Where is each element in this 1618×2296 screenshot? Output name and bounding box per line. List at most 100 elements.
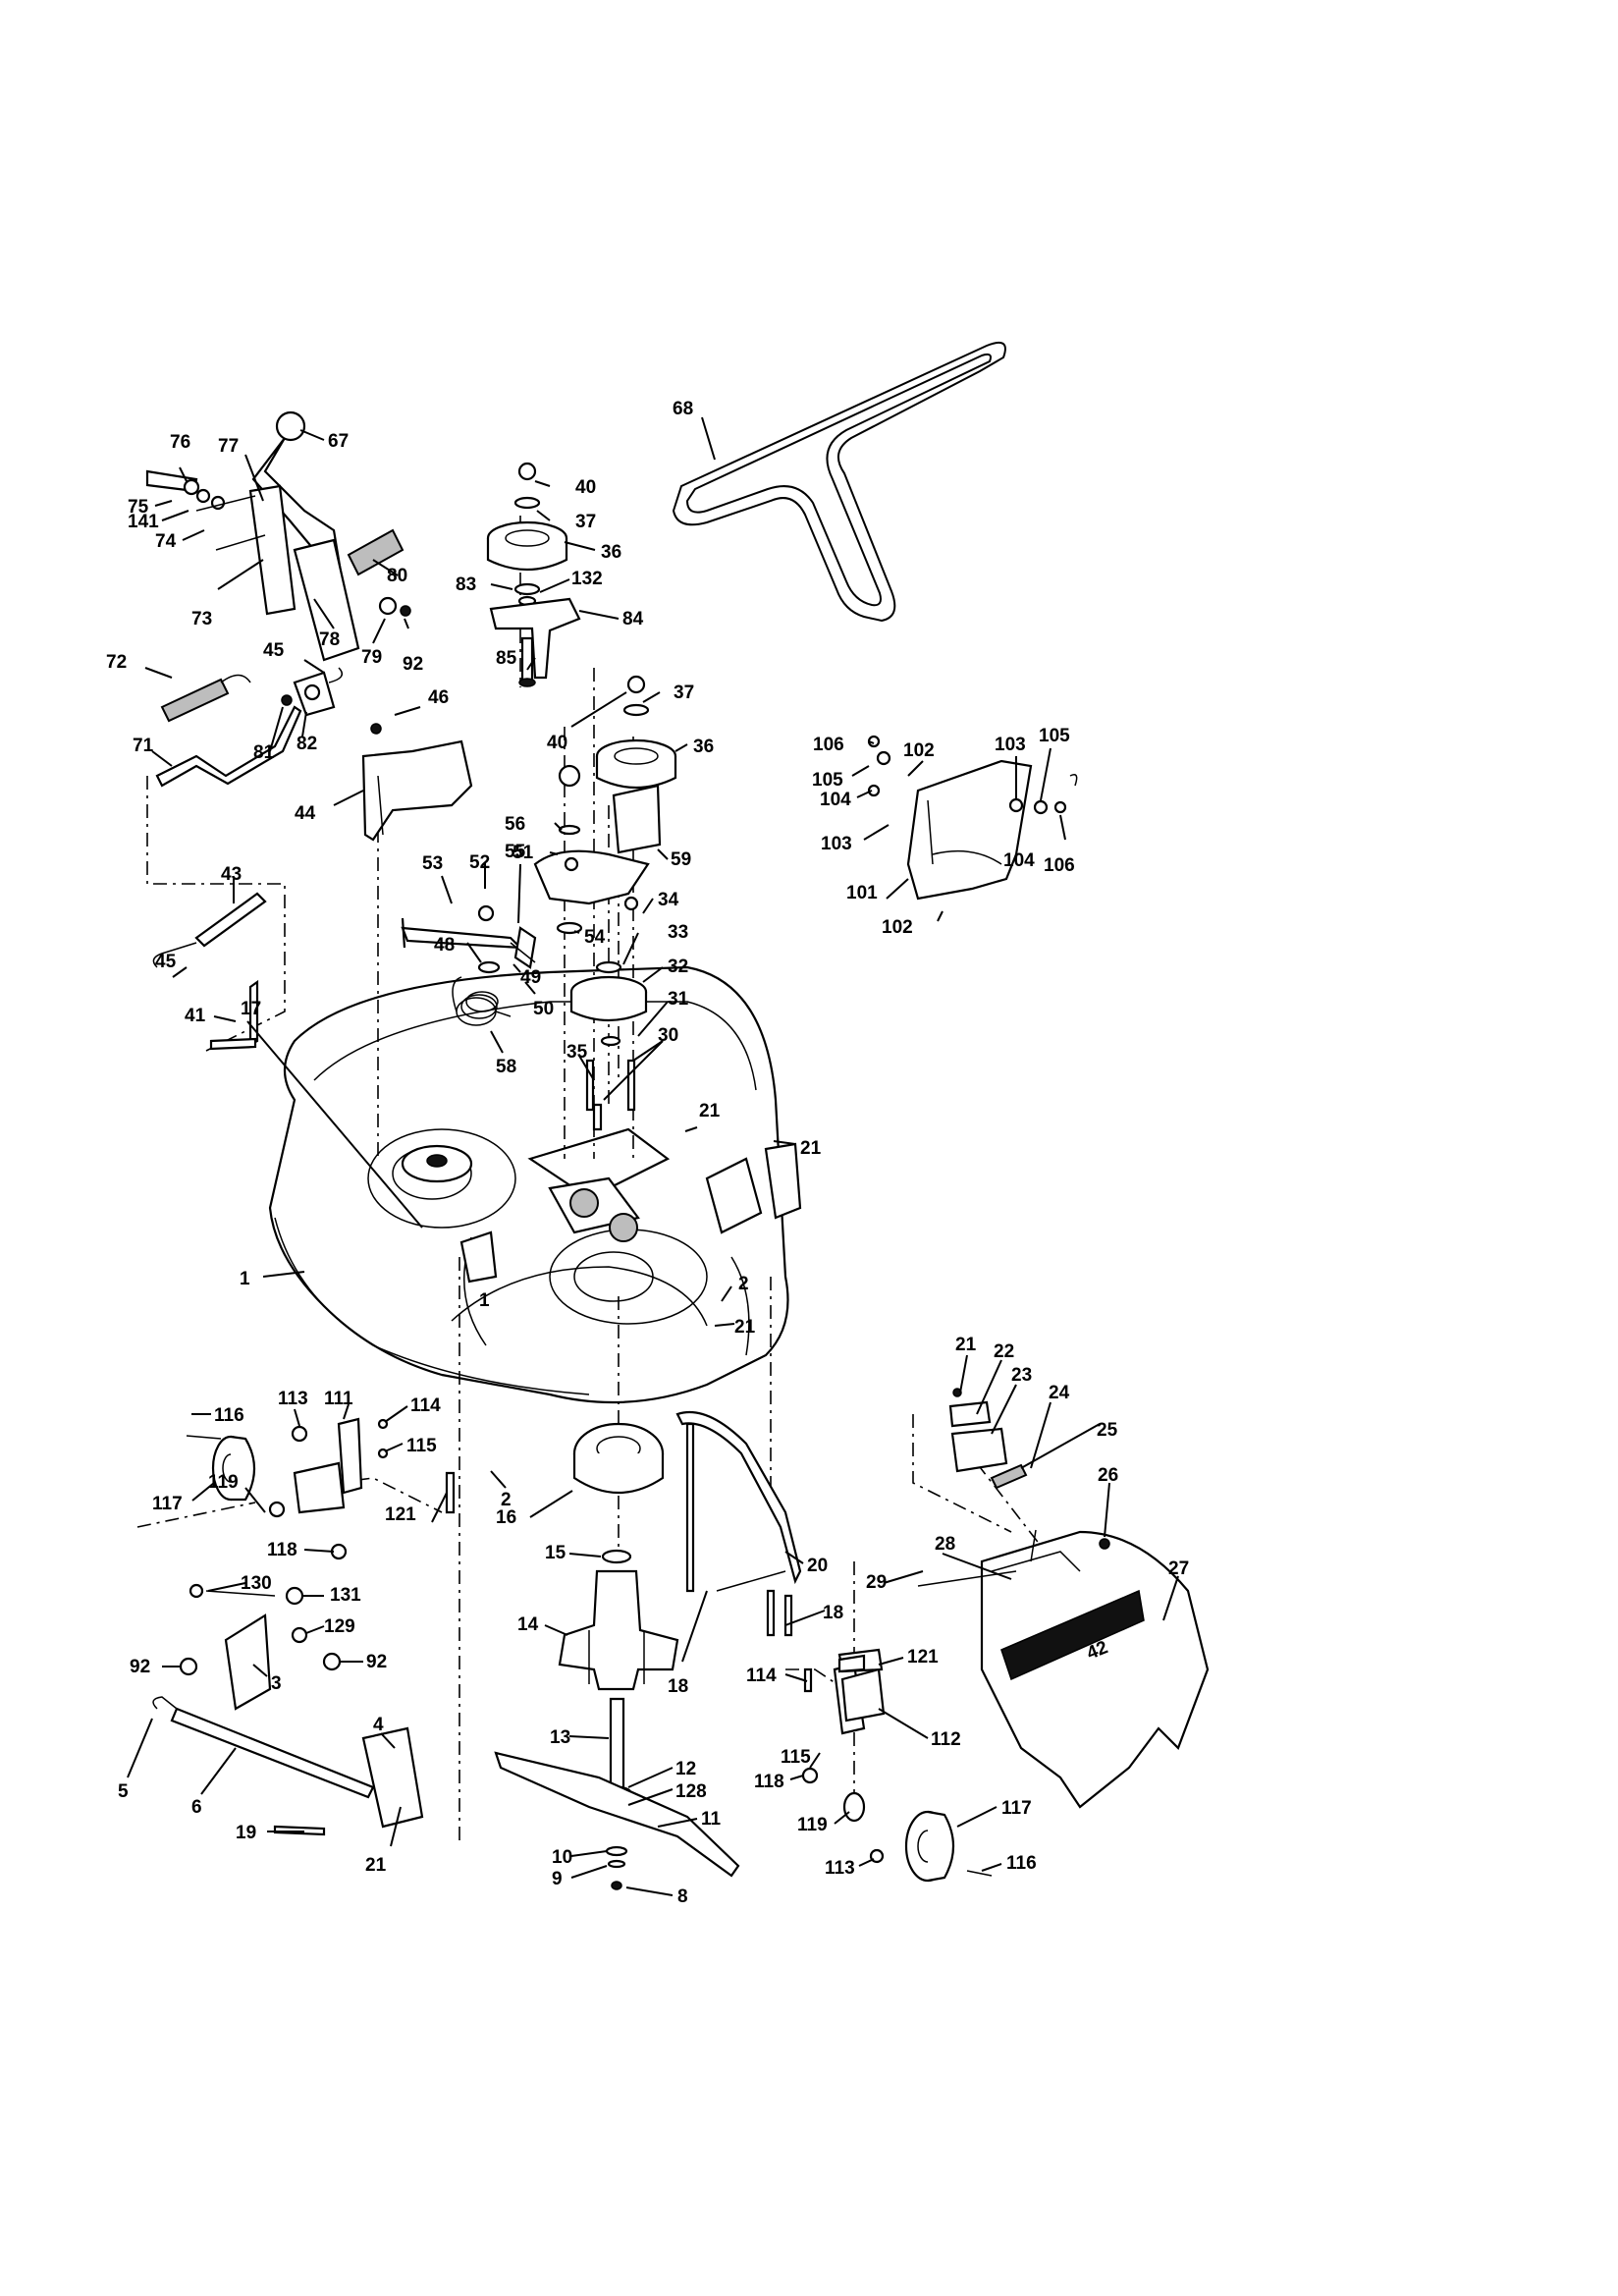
callout-102b: 102: [882, 917, 913, 938]
callout-111: 111: [324, 1389, 353, 1409]
link-bracket-82: [281, 667, 344, 717]
right-pulley-stack: [533, 675, 677, 905]
callout-11: 11: [701, 1809, 722, 1830]
lift-lever-assembly: [145, 410, 411, 662]
callout-50: 50: [533, 999, 554, 1019]
callout-112: 112: [931, 1729, 961, 1750]
callout-84: 84: [622, 609, 644, 629]
link-43: [152, 892, 267, 1051]
callout-4: 4: [373, 1715, 384, 1735]
callout-10: 10: [552, 1847, 572, 1868]
callout-25: 25: [1097, 1420, 1118, 1441]
callout-92: 92: [403, 654, 423, 675]
callout-2: 2: [738, 1274, 749, 1294]
callout-37b: 37: [674, 683, 694, 703]
callout-106: 106: [813, 735, 844, 755]
spring-72: [160, 674, 251, 723]
callout-9: 9: [552, 1869, 563, 1889]
callout-85: 85: [496, 648, 517, 669]
callout-105: 105: [1039, 726, 1070, 746]
callout-130: 130: [241, 1573, 272, 1594]
callout-22: 22: [994, 1341, 1014, 1362]
discharge-chute-27: 42: [980, 1530, 1210, 1809]
callout-44: 44: [295, 803, 316, 824]
callout-115: 115: [406, 1436, 437, 1456]
callout-80: 80: [387, 566, 407, 586]
left-pulley-stack: [486, 462, 581, 687]
callout-8: 8: [677, 1886, 688, 1907]
callout-45b: 45: [155, 952, 177, 972]
callout-114: 114: [410, 1395, 441, 1416]
callout-18b: 18: [823, 1603, 843, 1623]
callout-128: 128: [675, 1781, 707, 1802]
leader-lines: [127, 416, 1179, 1896]
callout-21: 21: [699, 1101, 721, 1121]
link-rod-71: [155, 705, 302, 788]
right-gauge-wheel: [801, 1648, 993, 1883]
callout-113b: 113: [825, 1858, 855, 1879]
drive-belt: [672, 342, 1006, 623]
callout-132: 132: [571, 569, 603, 589]
rear-lift-links: [179, 1583, 342, 1711]
callout-54: 54: [584, 927, 606, 948]
callout-21b: 21: [800, 1138, 822, 1159]
callout-40: 40: [575, 477, 596, 498]
callout-102: 102: [903, 740, 935, 761]
callout-59: 59: [671, 849, 691, 870]
callout-29: 29: [866, 1572, 887, 1593]
callout-55: 55: [505, 842, 526, 862]
center-pulley-32: [569, 896, 648, 1131]
callout-2b: 2: [501, 1490, 512, 1510]
callout-117b: 117: [1001, 1798, 1032, 1819]
callout-78: 78: [319, 629, 340, 650]
callout-115b: 115: [781, 1747, 811, 1768]
callout-73: 73: [191, 609, 212, 629]
callout-14: 14: [517, 1614, 539, 1635]
callout-28: 28: [935, 1534, 955, 1555]
callout-46: 46: [428, 687, 449, 708]
callout-27: 27: [1168, 1558, 1189, 1579]
callout-52: 52: [469, 852, 490, 873]
anti-scalp-rod-20: [675, 1410, 802, 1637]
callout-31: 31: [668, 989, 689, 1010]
callout-17: 17: [241, 999, 261, 1019]
callout-104b: 104: [1003, 850, 1035, 871]
callout-3: 3: [271, 1673, 282, 1694]
rear-bar-6: [152, 1696, 424, 1836]
callout-83: 83: [456, 574, 476, 595]
callout-20: 20: [807, 1556, 828, 1576]
callout-13: 13: [550, 1727, 570, 1748]
callout-105b: 105: [812, 770, 843, 791]
callout-92b: 92: [130, 1657, 150, 1677]
callout-5: 5: [118, 1781, 129, 1802]
callout-21c: 21: [734, 1317, 756, 1338]
callout-121: 121: [385, 1504, 416, 1525]
callout-119b: 119: [797, 1815, 828, 1835]
callout-68: 68: [673, 399, 693, 419]
callout-32: 32: [668, 957, 688, 977]
callout-141: 141: [128, 512, 159, 532]
blade-spindle-assembly: [494, 1422, 740, 1890]
callout-21d: 21: [955, 1335, 977, 1355]
callout-35: 35: [566, 1042, 588, 1063]
left-gauge-wheel: [186, 1417, 456, 1560]
callout-118b: 118: [754, 1772, 784, 1792]
callout-106b: 106: [1044, 855, 1075, 876]
callout-76: 76: [170, 432, 190, 453]
callout-12: 12: [675, 1759, 696, 1779]
callout-116: 116: [214, 1405, 244, 1426]
callout-81: 81: [253, 742, 275, 763]
callout-113: 113: [278, 1389, 308, 1409]
callout-41: 41: [185, 1006, 206, 1026]
callout-72: 72: [106, 652, 127, 673]
callout-34: 34: [658, 890, 679, 910]
callout-30: 30: [658, 1025, 678, 1046]
callout-114b: 114: [746, 1666, 777, 1686]
callout-82: 82: [297, 734, 317, 754]
callout-92c: 92: [366, 1652, 387, 1672]
callout-16: 16: [496, 1507, 516, 1528]
callout-121b: 121: [907, 1647, 939, 1667]
belt-guide-44: [361, 723, 473, 842]
callout-51: 51: [512, 843, 534, 863]
callout-104: 104: [820, 790, 851, 810]
